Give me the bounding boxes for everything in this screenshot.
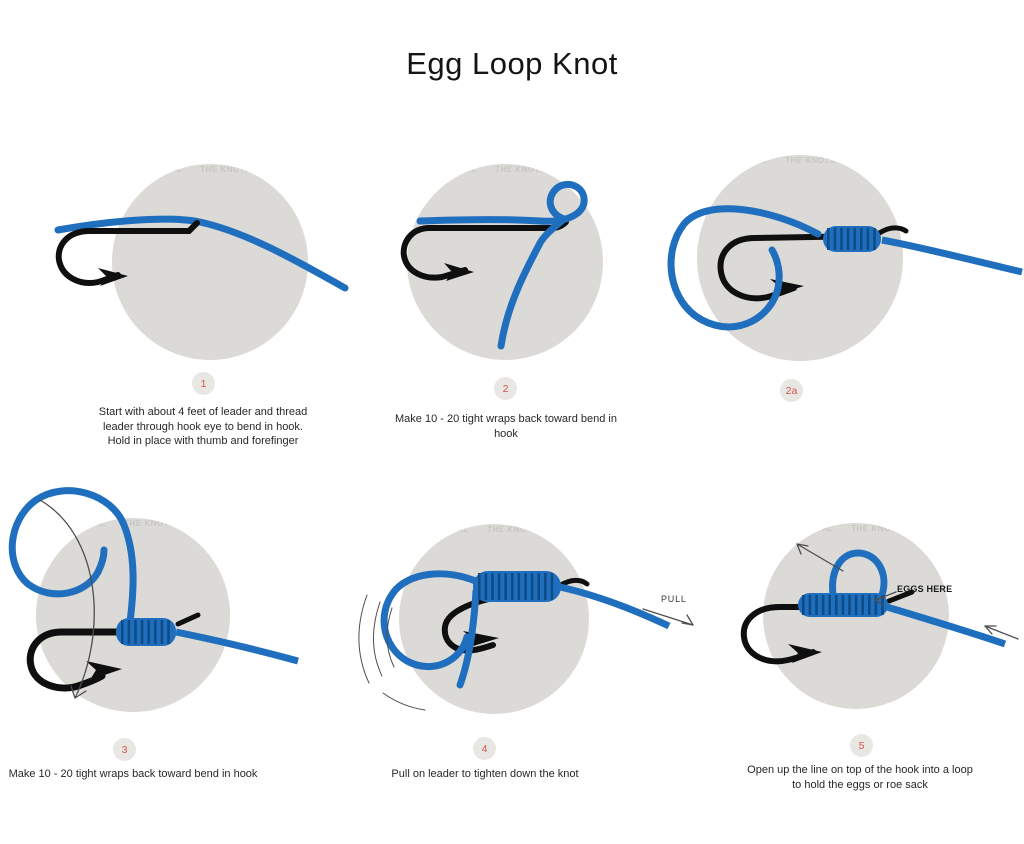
motion-lines: [358, 594, 426, 711]
hook-point: [788, 644, 822, 663]
open-loop-arrow: [796, 543, 844, 572]
leader-line: [416, 180, 588, 350]
leader-loop: [8, 487, 137, 626]
hook-eye: [875, 225, 909, 237]
fishing-hook: [26, 628, 124, 692]
step-caption-1: Start with about 4 feet of leader and th…: [98, 406, 308, 447]
page-title: Egg Loop Knot: [406, 46, 618, 81]
knot-illustration-step-1: [54, 215, 349, 292]
step-badge-5: 5: [850, 734, 873, 757]
step-badge-1: 1: [192, 372, 215, 395]
pull-arrow: [642, 608, 694, 626]
knot-illustration-step-2: [400, 180, 588, 350]
knot-illustration-step-4: [358, 570, 694, 711]
egg-loop: [829, 549, 888, 599]
hook-eye: [886, 589, 915, 604]
leader-line: [885, 603, 1007, 648]
leader-tag-end: [456, 587, 480, 689]
knot-illustration-step-3: [8, 487, 299, 699]
leader-line: [559, 583, 671, 630]
step-caption-3: Make 10 - 20 tight wraps back toward ben…: [8, 768, 258, 780]
step-caption-5: Open up the line on top of the hook into…: [747, 764, 973, 791]
hook-eye: [175, 612, 201, 627]
hook-eye: [558, 577, 590, 588]
leader-line: [175, 628, 299, 665]
hook-point: [98, 268, 128, 286]
step-badge-3: 3: [113, 738, 136, 761]
leader-loop: [667, 205, 822, 331]
eggs-here-label: EGGS HERE: [897, 584, 953, 594]
knot-illustration-step-2a: [667, 205, 1023, 331]
eggs-here-arrow: [874, 591, 897, 606]
pull-label: PULL: [661, 594, 687, 604]
leader-loop: [380, 570, 484, 671]
fishing-hook: [400, 219, 569, 281]
fishing-hook: [55, 220, 200, 286]
hook-point: [444, 263, 474, 281]
knot-coil: [823, 226, 881, 252]
knot-coil: [116, 618, 176, 646]
step-badge-2: 2: [494, 377, 517, 400]
leader-line: [54, 215, 349, 292]
step-badge-4: 4: [473, 737, 496, 760]
step-badge-2a: 2a: [780, 379, 803, 402]
step-caption-4: Pull on leader to tighten down the knot: [391, 768, 579, 780]
wrap-direction-arrow: [39, 499, 95, 699]
leader-line: [881, 236, 1023, 276]
step-caption-2: Make 10 - 20 tight wraps back toward ben…: [395, 413, 617, 440]
line-direction-arrow: [984, 625, 1019, 640]
hook-point: [86, 661, 122, 680]
knot-illustration-step-5: [740, 543, 1019, 665]
